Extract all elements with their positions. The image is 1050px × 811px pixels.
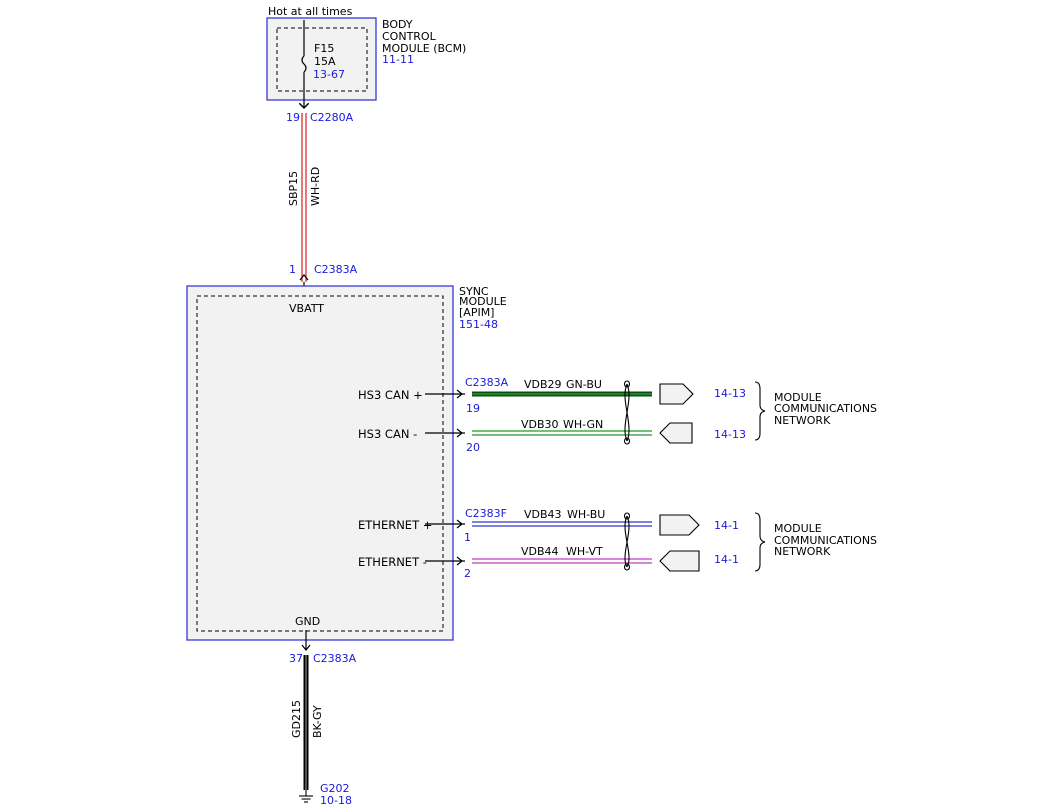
bcm-name-line-3: MODULE (BCM) [382,42,466,55]
bcm-connector[interactable]: C2280A [310,111,354,124]
twisted-pair-icon [623,380,631,445]
sync-ref-link[interactable]: 151-48 [459,318,498,331]
ref-link-vdb44[interactable]: 14-1 [714,553,739,566]
bcm-name-line-2: CONTROL [382,30,437,43]
pin-number-1: 1 [464,531,471,544]
bcm-module[interactable]: F15 15A 13-67 [266,17,377,108]
network-2-line-2: COMMUNICATIONS [774,534,877,547]
ref-link-vdb43[interactable]: 14-1 [714,519,739,532]
bcm-ref-link[interactable]: 11-11 [382,53,414,66]
network-2-line-1: MODULE [774,522,822,535]
sync-name-line-1: SYNC [459,285,489,298]
fuse-ref-link[interactable]: 13-67 [313,68,345,81]
circuit-vdb44: VDB44 [521,545,559,558]
network-1-line-2: COMMUNICATIONS [774,402,877,415]
ground-circuit: GD215 [290,700,303,738]
connector-ethernet[interactable]: C2383F [465,507,507,520]
color-code-gn-bu: GN-BU [566,378,602,391]
circuit-vdb30: VDB30 [521,418,559,431]
power-circuit: SBP15 [287,171,300,206]
fuse-icon [301,55,307,73]
pin-number-19: 19 [466,402,480,415]
network-1-line-1: MODULE [774,391,822,404]
connector-out-icon [659,514,700,536]
connector-in-icon [659,550,700,572]
color-code-wh-gn: WH-GN [563,418,603,431]
pin-label-hs3-can-plus: HS3 CAN + [358,388,423,402]
power-wire[interactable] [299,113,309,296]
ref-link-vdb30[interactable]: 14-13 [714,428,746,441]
fuse-id: F15 [314,42,334,55]
bcm-name-line-1: BODY [382,18,413,31]
ground-pin: 37 [289,652,303,665]
vbatt-label: VBATT [289,302,324,315]
ground-point[interactable]: G202 [320,782,350,795]
brace-icon [754,512,766,572]
pin-number-2: 2 [464,567,471,580]
network-2-line-3: NETWORK [774,545,831,558]
connector-out-icon [659,383,694,405]
brace-icon [754,381,766,441]
wire-vdb43[interactable] [472,521,652,527]
ground-color-code: BK-GY [311,705,324,738]
color-code-wh-bu: WH-BU [567,508,605,521]
sync-module[interactable] [186,285,454,641]
wire-vdb30[interactable] [472,430,652,436]
circuit-vdb43: VDB43 [524,508,562,521]
ground-connector[interactable]: C2383A [313,652,357,665]
connector-in-icon [659,422,693,444]
twisted-pair-icon [623,512,631,571]
circuit-vdb29: VDB29 [524,378,562,391]
pin-stubs [425,389,465,566]
pin-label-ethernet-minus: ETHERNET - [358,555,427,569]
sync-power-connector[interactable]: C2383A [314,263,358,276]
ground-icon [299,790,313,803]
fuse-rating: 15A [314,55,336,68]
sync-name-line-2: MODULE [459,295,507,308]
ref-link-vdb29[interactable]: 14-13 [714,387,746,400]
pin-label-ethernet-plus: ETHERNET + [358,518,432,532]
connector-hs3-can[interactable]: C2383A [465,376,509,389]
power-color-code: WH-RD [309,167,322,206]
network-1-line-3: NETWORK [774,414,831,427]
ground-ref-link[interactable]: 10-18 [320,794,352,807]
color-code-wh-vt: WH-VT [566,545,603,558]
sync-name-line-3: [APIM] [459,306,494,319]
pin-label-hs3-can-minus: HS3 CAN - [358,427,417,441]
pin-number-20: 20 [466,441,480,454]
power-source-label: Hot at all times [268,5,353,18]
bcm-pin: 19 [286,111,300,124]
ground-wire[interactable] [301,630,311,790]
sync-power-pin: 1 [289,263,296,276]
wire-vdb44[interactable] [472,558,652,564]
gnd-label: GND [295,615,320,628]
